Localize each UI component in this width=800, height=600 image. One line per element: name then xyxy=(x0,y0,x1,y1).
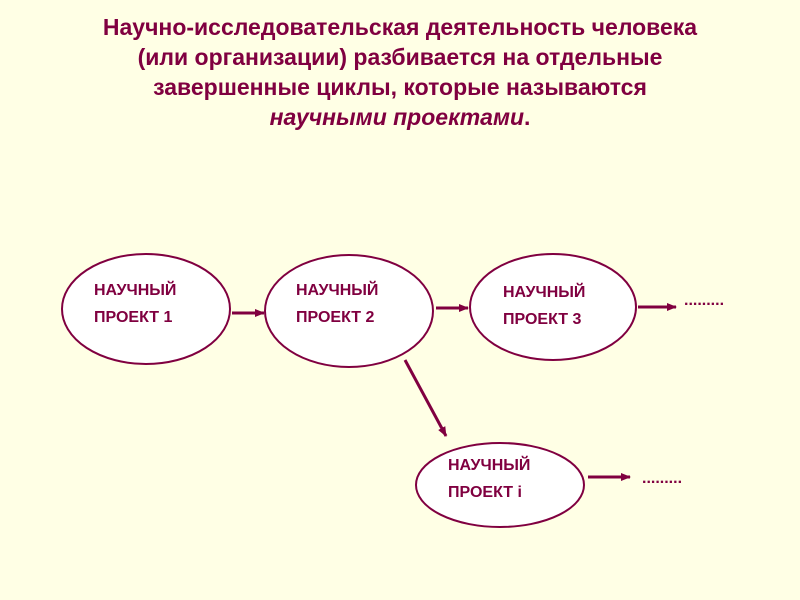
project-i-label: НАУЧНЫЙ ПРОЕКТ i xyxy=(448,452,530,506)
project-i-node xyxy=(415,442,585,528)
project-3-label-line-2: ПРОЕКТ 3 xyxy=(503,311,582,328)
heading-line-2: (или организации) разбивается на отдельн… xyxy=(137,44,663,70)
project-3-label: НАУЧНЫЙ ПРОЕКТ 3 xyxy=(503,279,585,333)
project-1-label-line-1: НАУЧНЫЙ xyxy=(94,282,177,299)
continuation-dots-upper: ......... xyxy=(684,292,725,309)
project-1-label-line-2: ПРОЕКТ 1 xyxy=(94,309,173,326)
project-2-node xyxy=(264,254,434,368)
heading-line-3-start: завершенные xyxy=(153,74,317,100)
project-2-label-line-1: НАУЧНЫЙ xyxy=(296,282,379,299)
project-2-label-line-2: ПРОЕКТ 2 xyxy=(296,309,375,326)
arrow-project-2-to-i xyxy=(403,359,448,437)
heading-line-4: научными проектами. xyxy=(20,102,780,132)
project-1-node xyxy=(61,253,231,365)
heading-emphasis-cycles: циклы xyxy=(316,74,391,100)
project-i-label-line-2: ПРОЕКТ i xyxy=(448,484,522,501)
heading-emphasis-projects: научными проектами xyxy=(269,104,525,130)
heading-line-3-end: , которые называются xyxy=(390,74,647,100)
slide-heading: Научно-исследовательская деятельность че… xyxy=(20,12,780,132)
project-1-label: НАУЧНЫЙ ПРОЕКТ 1 xyxy=(94,277,176,331)
continuation-dots-lower: ......... xyxy=(642,470,683,487)
heading-line-1: Научно-исследовательская деятельность че… xyxy=(102,14,698,40)
heading-line-3: завершенные циклы, которые называются xyxy=(20,72,780,102)
project-i-label-line-1: НАУЧНЫЙ xyxy=(448,457,531,474)
project-2-label: НАУЧНЫЙ ПРОЕКТ 2 xyxy=(296,277,378,331)
heading-line-4-end: . xyxy=(524,104,531,130)
project-3-label-line-1: НАУЧНЫЙ xyxy=(503,284,586,301)
project-3-node xyxy=(469,253,637,361)
